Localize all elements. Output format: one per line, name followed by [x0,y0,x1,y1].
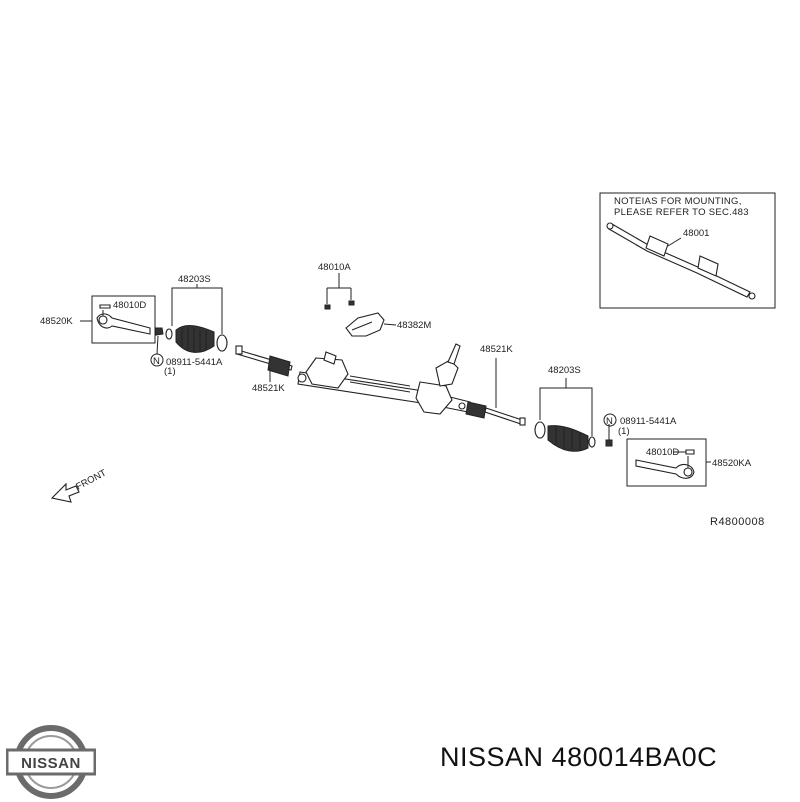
inner-rod-right-label: 48521K [480,344,513,355]
nissan-logo-text: NISSAN [21,755,81,772]
tie-end-right-bolt-label: 48010D [646,447,679,458]
tie-end-left-label: 48520K [40,316,73,327]
nut-right-label: 08911-5441A [620,416,677,427]
tie-boot-right-shape [534,421,596,452]
bracket-label: 48382M [397,320,431,331]
inner-rod-right-shape [465,401,526,426]
tie-boot-left-label: 48203S [178,274,211,285]
bracket-bolt-label: 48010A [318,262,351,273]
part-caption: NISSAN 480014BA0C [440,742,717,773]
nut-right-symbol: N [606,416,613,427]
steering-rack-shape [297,343,471,415]
caption-part-number: 480014BA0C [551,742,718,772]
tie-end-right-label: 48520KA [712,458,752,469]
nut-left-shape [154,327,164,336]
front-label: FRONT [74,467,108,492]
tie-end-right-box: 48010D [626,438,707,487]
tie-boot-right-label: 48203S [548,365,581,376]
caption-brand: NISSAN [440,742,544,772]
inset-rack-drawing [606,222,756,300]
inset-part-label: 48001 [683,228,709,239]
inset-box: NOTEIAS FOR MOUNTING, PLEASE REFER TO SE… [599,192,776,309]
nissan-logo-icon [6,725,96,799]
nut-left-label: 08911-5441A [166,357,223,368]
nut-left-qty: (1) [164,366,176,377]
inner-rod-left-label: 48521K [252,383,285,394]
tie-boot-left-shape [165,325,228,353]
nut-right-qty: (1) [618,426,630,437]
reference-code: R4800008 [710,516,765,528]
front-arrow-icon [50,482,80,503]
inner-rod-left-shape [235,345,293,377]
inset-note-line-1: NOTEIAS FOR MOUNTING, [614,196,742,207]
tie-end-left-bolt-label: 48010D [113,300,146,311]
nut-left-symbol: N [153,356,160,367]
tie-end-left-box: 48010D [91,295,156,344]
nut-right-shape [605,439,613,447]
inset-note-line-2: PLEASE REFER TO SEC.483 [614,207,749,218]
